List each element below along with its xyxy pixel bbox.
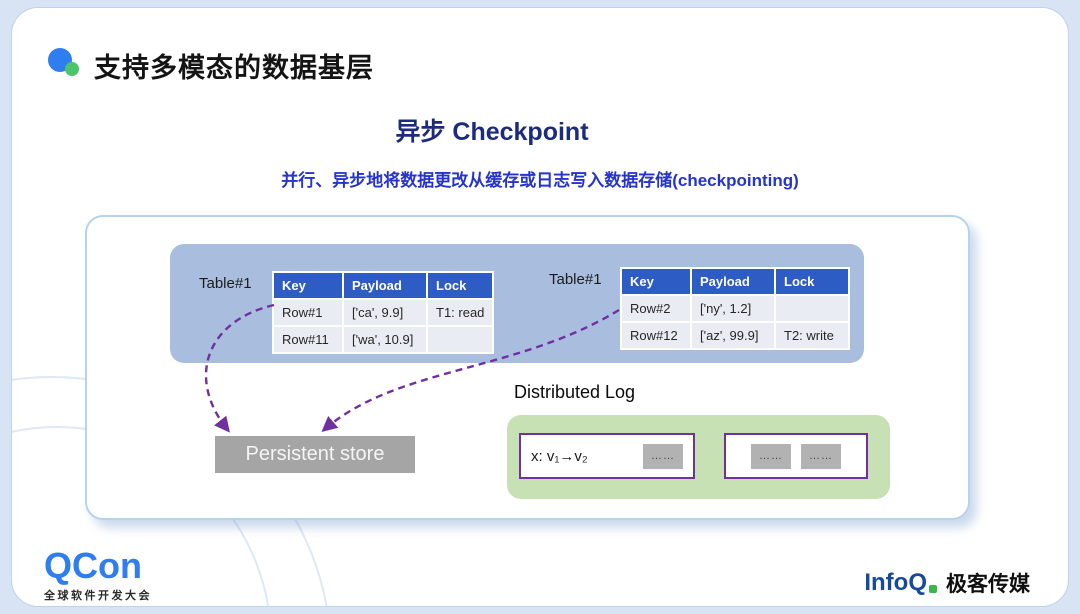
table-header-row: Key Payload Lock [272, 271, 495, 300]
log-ellipsis-chip: …… [643, 443, 683, 469]
table-right: Key Payload Lock Row#2 ['ny', 1.2] Row#1… [620, 267, 850, 350]
slide-title: 异步 Checkpoint [395, 118, 589, 146]
cell-key: Row#1 [272, 298, 344, 327]
infoq-brand-name: 极客传媒 [946, 573, 1030, 596]
cell-payload: ['ny', 1.2] [690, 294, 776, 323]
cell-payload: ['ca', 9.9] [342, 298, 428, 327]
cell-key: Row#12 [620, 321, 692, 350]
column-header-lock: Lock [425, 271, 495, 300]
log-entry-value: x: v₁→v₂ [531, 447, 588, 465]
table-header-row: Key Payload Lock [620, 267, 850, 296]
column-header-key: Key [272, 271, 344, 300]
cell-lock [774, 294, 850, 323]
cell-payload: ['wa', 10.9] [342, 325, 428, 354]
infoq-logo: InfoQ 极客传媒 [864, 568, 1030, 598]
cell-key: Row#11 [272, 325, 344, 354]
infoq-wordmark: InfoQ [864, 569, 927, 596]
table-row: Row#2 ['ny', 1.2] [620, 294, 850, 323]
table-left: Key Payload Lock Row#1 ['ca', 9.9] T1: r… [272, 271, 495, 354]
section-title: 支持多模态的数据基层 [94, 53, 374, 83]
persistent-store: Persistent store [215, 436, 415, 473]
infoq-green-dot-icon [929, 584, 937, 593]
table-label-left: Table#1 [199, 275, 252, 292]
log-entry-box: …… …… [724, 433, 868, 479]
green-circle-icon [65, 62, 79, 76]
diagram-card: Table#1 Table#1 Key Payload Lock Row#1 [… [85, 215, 970, 520]
column-header-payload: Payload [690, 267, 776, 296]
slide: 支持多模态的数据基层 异步 Checkpoint 并行、异步地将数据更改从缓存或… [12, 8, 1068, 606]
qcon-logo: QCon 全球软件开发大会 [44, 546, 152, 603]
table-row: Row#11 ['wa', 10.9] [272, 325, 495, 354]
cell-lock [425, 325, 495, 354]
column-header-payload: Payload [342, 271, 428, 300]
table-row: Row#1 ['ca', 9.9] T1: read [272, 298, 495, 327]
cell-payload: ['az', 99.9] [690, 321, 776, 350]
log-ellipsis-chip: …… [801, 443, 841, 469]
qcon-wordmark: QCon [44, 545, 142, 586]
cell-lock: T2: write [774, 321, 850, 350]
log-ellipsis-chip: …… [751, 443, 791, 469]
column-header-lock: Lock [774, 267, 850, 296]
table-label-right: Table#1 [549, 271, 602, 288]
log-entry-box: x: v₁→v₂ …… [519, 433, 695, 479]
slide-bullet-icon [48, 46, 84, 80]
qcon-tagline: 全球软件开发大会 [44, 589, 152, 602]
column-header-key: Key [620, 267, 692, 296]
slide-subtitle: 并行、异步地将数据更改从缓存或日志写入数据存储(checkpointing) [281, 171, 799, 190]
distributed-log-label: Distributed Log [514, 382, 636, 402]
cell-lock: T1: read [425, 298, 495, 327]
table-row: Row#12 ['az', 99.9] T2: write [620, 321, 850, 350]
cell-key: Row#2 [620, 294, 692, 323]
